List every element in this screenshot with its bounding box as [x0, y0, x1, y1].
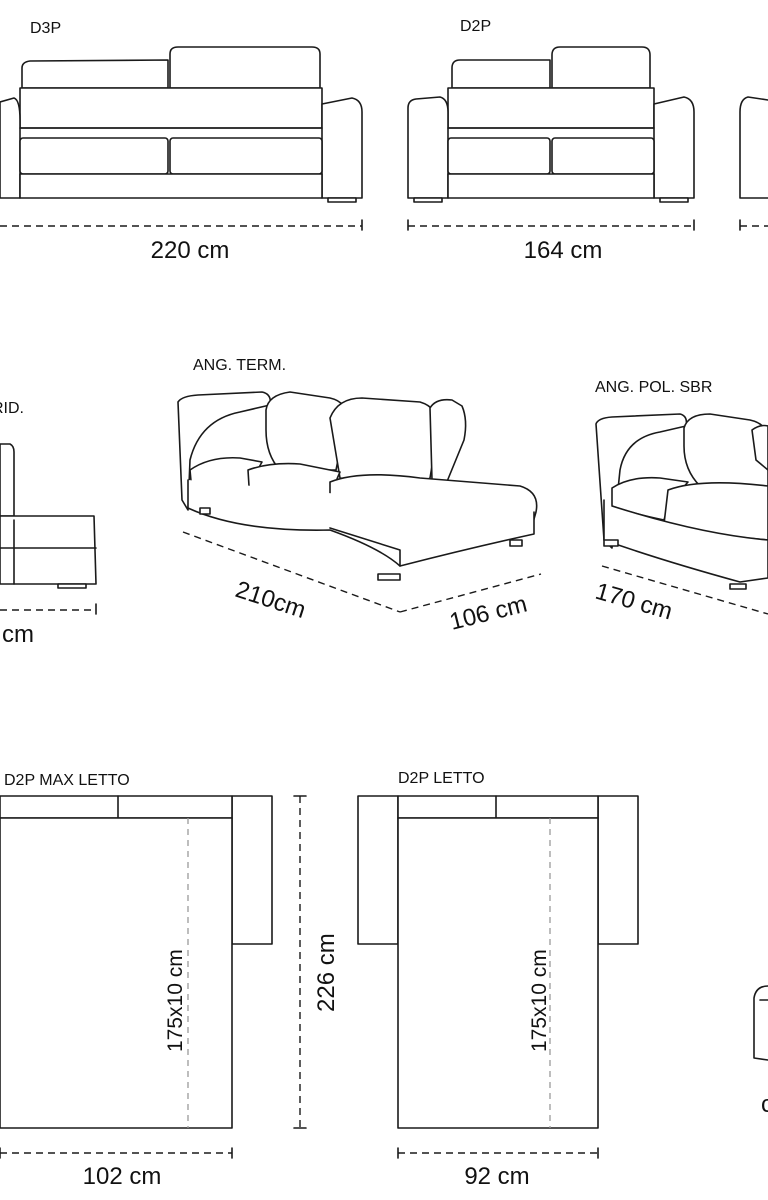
rid-seat — [0, 515, 97, 585]
letto-left-arm — [357, 795, 399, 945]
partial-item-right-bottom: c — [753, 985, 768, 1118]
d3p-back-cushion-right — [169, 46, 321, 89]
max-letto-right-arm — [231, 795, 273, 945]
ang-pol-base — [603, 499, 768, 583]
ang-term-length-label: 210cm — [232, 576, 309, 624]
max-letto-mattress-label: 175x10 cm — [164, 949, 187, 1052]
chaise-rid-partial: RID. cm — [0, 400, 97, 648]
letto-right-arm — [597, 795, 639, 945]
d2p-seat-cushion-left — [447, 137, 551, 175]
sofa-d3p-front-view: D3P 220 cm — [0, 20, 363, 264]
d3p-seat-cushion-left — [19, 137, 169, 175]
ang-pol-length-dimension — [601, 565, 768, 615]
ang-pol-arm — [595, 413, 688, 549]
max-letto-back — [0, 795, 233, 819]
d2p-seat-cushion-right — [551, 137, 655, 175]
bed-length-label: 226 cm — [313, 933, 340, 1012]
ang-term-base — [187, 479, 535, 567]
d3p-backrest — [19, 87, 323, 129]
rid-label: RID. — [0, 400, 24, 417]
sofa-ang-pol-sbr-perspective: ANG. POL. SBR 170 cm — [592, 379, 768, 625]
d2p-backrest — [447, 87, 655, 129]
sofa-d2p-front-view: D2P 164 cm — [407, 18, 695, 264]
bed-d2p-letto-plan: D2P LETTO 175x10 cm 92 cm — [357, 770, 639, 1190]
d2p-back-cushion-right — [551, 46, 651, 89]
d3p-back-cushion-left — [21, 59, 169, 89]
max-letto-mattress — [0, 817, 233, 1129]
ang-term-back-cushion-2 — [329, 397, 439, 486]
partial-right-label: c — [761, 1091, 768, 1118]
d3p-foot — [327, 197, 357, 203]
letto-width-label: 92 cm — [464, 1163, 529, 1190]
ang-term-headrest — [429, 398, 467, 485]
d2p-width-label: 164 cm — [524, 237, 603, 264]
d3p-base — [19, 173, 323, 199]
bed-d2p-max-letto-plan: D2P MAX LETTO 175x10 cm 102 cm — [0, 772, 273, 1190]
d3p-label: D3P — [30, 20, 61, 37]
ang-term-length-dimension — [182, 531, 401, 613]
max-letto-width-label: 102 cm — [83, 1163, 162, 1190]
ang-pol-length-label: 170 cm — [592, 578, 675, 626]
d2p-back-cushion-left — [451, 59, 551, 89]
bed-length-dimension: 226 cm — [293, 795, 340, 1129]
rid-width-label: cm — [2, 621, 34, 648]
d2p-letto-label: D2P LETTO — [398, 770, 485, 787]
ang-term-label: ANG. TERM. — [193, 357, 286, 374]
d3p-width-label: 220 cm — [151, 237, 230, 264]
partial-sofa-right-top — [739, 96, 768, 231]
ang-pol-sbr-label: ANG. POL. SBR — [595, 379, 712, 396]
d2p-base — [447, 173, 655, 199]
d2p-right-arm — [653, 96, 695, 199]
d2p-max-letto-label: D2P MAX LETTO — [4, 772, 130, 789]
letto-mattress — [397, 817, 599, 1129]
ang-term-depth-dimension — [399, 573, 542, 613]
d3p-seat-cushion-right — [169, 137, 323, 175]
ang-term-depth-label: 106 cm — [447, 591, 530, 636]
chaise-ang-term-perspective: ANG. TERM. 210cm 106 cm — [177, 357, 542, 636]
d2p-label: D2P — [460, 18, 491, 35]
d3p-left-arm — [0, 97, 21, 199]
letto-back — [397, 795, 599, 819]
d2p-left-arm — [407, 96, 449, 199]
d3p-right-arm — [321, 97, 363, 199]
letto-mattress-label: 175x10 cm — [528, 949, 551, 1052]
